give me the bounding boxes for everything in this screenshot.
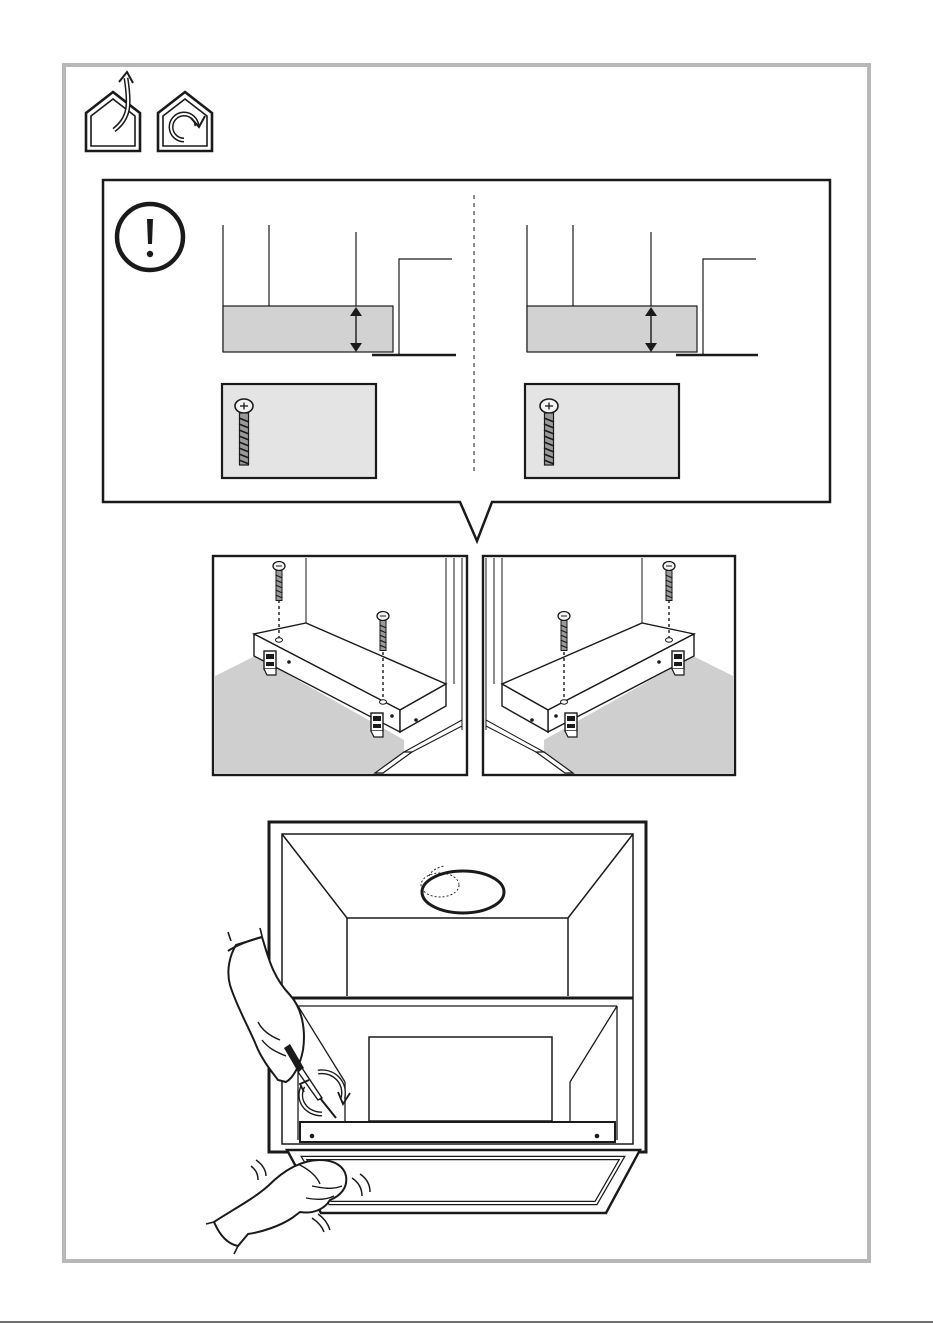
mounting-clip-icon bbox=[264, 651, 276, 675]
warning-callout-panel bbox=[103, 180, 830, 541]
recirculation-mode-icon bbox=[158, 92, 212, 151]
ducted-mode-icon bbox=[86, 72, 140, 151]
right-screw-box bbox=[525, 384, 679, 478]
hood-underside-view bbox=[269, 822, 646, 1213]
mounting-clip-icon bbox=[672, 651, 684, 675]
mounting-clip-icon bbox=[371, 713, 383, 737]
mounting-clip-icon bbox=[565, 713, 577, 737]
left-screw-box bbox=[222, 384, 376, 478]
right-install-panel bbox=[483, 556, 735, 775]
left-install-panel bbox=[213, 556, 467, 775]
